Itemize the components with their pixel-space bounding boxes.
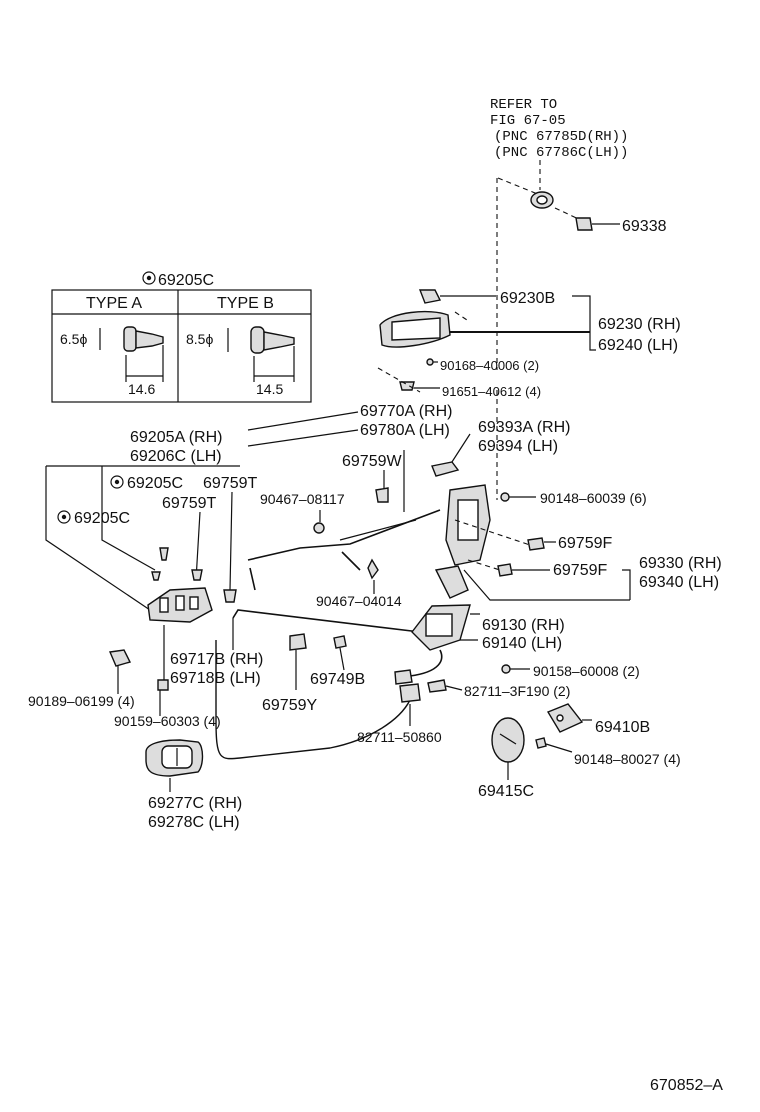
door-lock-assembly [434,484,630,601]
refer-line-3: (PNC 67785D(RH)) [494,129,628,145]
label-69230-rh: 69230 (RH) [598,316,681,333]
label-69718B: 69718B (LH) [170,670,261,687]
circled-dot-icon [142,271,156,285]
label-69240-lh: 69240 (LH) [598,337,678,354]
label-69410B: 69410B [595,719,650,736]
label-90148-80027: 90148–80027 (4) [574,751,681,767]
inside-handle-cover [145,739,204,777]
label-69277C: 69277C (RH) [148,795,242,812]
type-a-label: TYPE A [86,295,142,312]
refer-line-4: (PNC 67786C(LH)) [494,145,628,161]
striker-69410B [546,703,584,733]
label-69230B: 69230B [500,290,555,307]
label-69780A: 69780A (LH) [360,422,450,439]
label-90168: 90168–40006 (2) [440,358,539,373]
label-69278C: 69278C (LH) [148,814,240,831]
type-b-diameter: 8.5ϕ [186,331,213,347]
label-69394: 69394 (LH) [478,438,558,455]
label-90467-08117: 90467–08117 [260,491,345,507]
refer-note: REFER TO FIG 67-05 (PNC 67785D(RH)) (PNC… [490,97,628,161]
label-69717B: 69717B (RH) [170,651,263,668]
inside-handle-base [147,587,213,623]
label-69130: 69130 (RH) [482,617,565,634]
label-90148-60039: 90148–60039 (6) [540,490,647,506]
label-69759F-b: 69759F [553,562,607,579]
type-b-label: TYPE B [217,295,274,312]
type-table-title: 69205C [158,272,214,289]
lock-control-assembly [411,604,471,651]
type-a-length: 14.6 [128,381,155,397]
label-69759T-a: 69759T [203,475,257,492]
label-90158: 90158–60008 (2) [533,663,640,679]
label-69206C: 69206C (LH) [130,448,222,465]
grommet-part [530,191,554,209]
label-82711-3F190: 82711–3F190 (2) [464,683,570,699]
type-b-length: 14.5 [256,381,283,397]
label-69759Y: 69759Y [262,697,317,714]
type-a-diameter: 6.5ϕ [60,331,87,347]
label-69393A: 69393A (RH) [478,419,571,436]
clip-type-a: 6.5ϕ 14.6 [60,326,164,397]
clip-type-b: 8.5ϕ 14.5 [186,326,295,397]
label-69415C: 69415C [478,783,534,800]
type-table: 69205C TYPE A TYPE B 6.5ϕ 14.6 8.5ϕ 14.5 [51,271,312,403]
label-69330: 69330 (RH) [639,555,722,572]
label-90467-04014: 90467–04014 [316,593,402,609]
label-90189: 90189–06199 (4) [28,693,135,709]
label-69759F-a: 69759F [558,535,612,552]
cover-69415C [491,717,525,763]
label-69338: 69338 [622,218,667,235]
label-69205C-a: 69205C [127,475,183,492]
circled-dot-icon-center [146,275,152,281]
label-69340: 69340 (LH) [639,574,719,591]
label-69759T-b: 69759T [162,495,216,512]
figure-code: 670852–A [650,1077,723,1094]
label-90159: 90159–60303 (4) [114,713,221,729]
label-69749B: 69749B [310,671,365,688]
label-69770A: 69770A (RH) [360,403,453,420]
outside-handle [379,289,590,391]
clip-69338 [575,217,620,231]
label-91651: 91651–40612 (4) [442,384,541,399]
refer-line-1: REFER TO [490,97,557,113]
label-82711-50860: 82711–50860 [357,729,442,745]
label-69205A: 69205A (RH) [130,429,223,446]
label-69759W: 69759W [342,453,402,470]
label-69140: 69140 (LH) [482,635,562,652]
type-table-frame [51,289,312,403]
refer-line-2: FIG 67-05 [490,113,566,129]
